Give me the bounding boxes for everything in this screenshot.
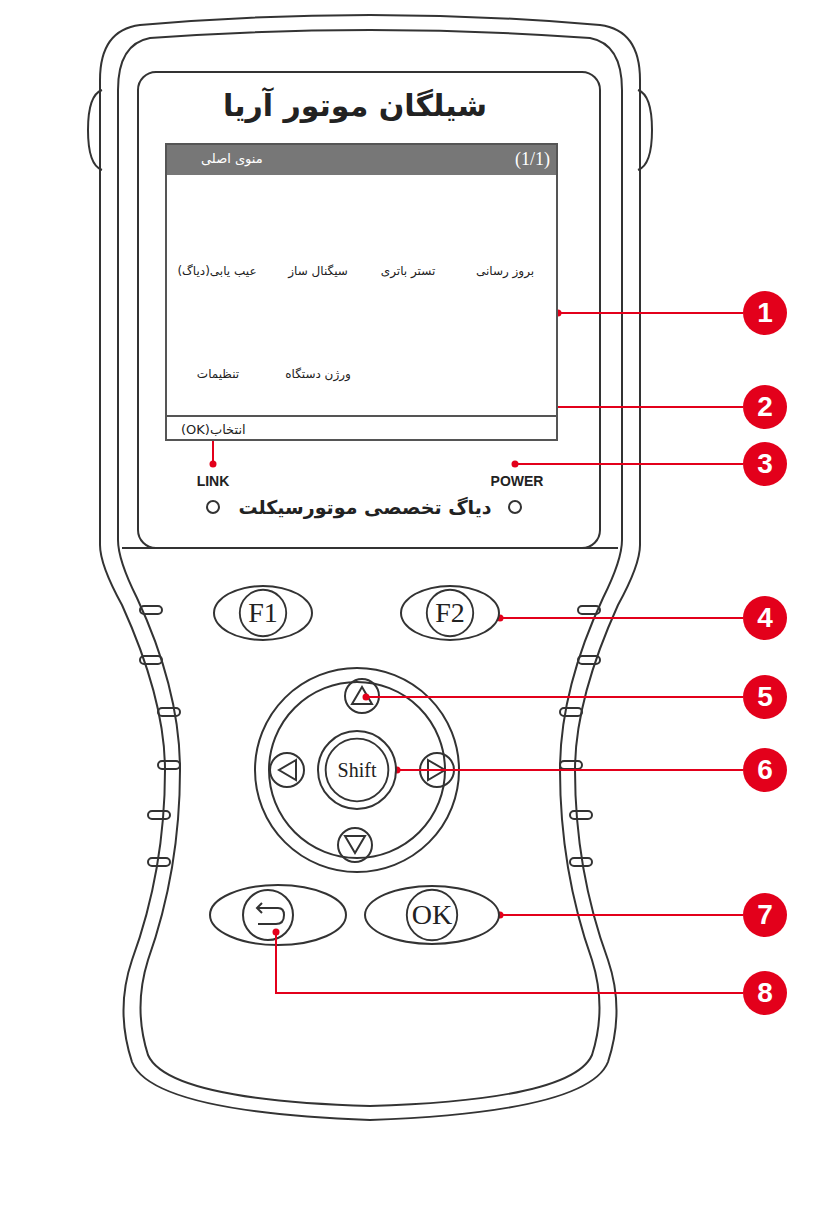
select-hint: انتخاب(OK) <box>181 422 246 437</box>
device-title: شیلگان موتور آریا <box>223 88 487 123</box>
leader-line <box>500 617 743 619</box>
key-button: F2 <box>400 585 500 641</box>
callout-text: 6 <box>757 754 773 786</box>
key-button: OK <box>364 885 500 945</box>
key-button: F1 <box>213 585 313 641</box>
callout-number: 1 <box>743 291 787 335</box>
side-slot <box>578 606 600 614</box>
side-slot <box>158 708 180 716</box>
front-bezel <box>138 72 600 548</box>
housing-outline <box>100 15 640 1120</box>
icon-label: ورژن دستگاه <box>285 367 351 381</box>
side-slot <box>560 761 582 769</box>
icon-label: سیگنال ساز <box>288 264 348 278</box>
callout-text: 7 <box>757 899 773 931</box>
side-slot <box>148 811 170 819</box>
back-key-inner <box>243 890 293 940</box>
key-button: Shift <box>317 730 397 810</box>
leader-dot <box>363 694 370 701</box>
icon-label: عیب یابی(دیاگ) <box>177 264 256 278</box>
side-slot <box>158 761 180 769</box>
side-slot <box>578 656 600 664</box>
callout-number: 5 <box>743 675 787 719</box>
menu-title: منوی اصلی <box>201 151 263 166</box>
side-slot <box>560 708 582 716</box>
page-indicator: (1/1) <box>515 149 550 170</box>
down-arrow <box>345 836 365 853</box>
callout-number: 8 <box>743 971 787 1015</box>
device-subtitle: دیاگ تخصصی موتورسیکلت <box>238 496 491 518</box>
leader-line-8 <box>276 932 743 993</box>
left-key <box>270 753 304 787</box>
callout-number: 7 <box>743 893 787 937</box>
icon-label: تستر باتری <box>381 264 435 278</box>
icon-label: بروز رسانی <box>476 264 534 278</box>
key-label: F1 <box>248 597 278 629</box>
key-label: F2 <box>435 597 465 629</box>
side-slot <box>570 811 592 819</box>
led-label: POWER <box>491 473 544 489</box>
leader-dot <box>512 461 519 468</box>
side-slot <box>140 606 162 614</box>
leader-line <box>397 769 743 771</box>
leader-dot <box>210 461 217 468</box>
leader-line-3 <box>515 463 743 465</box>
side-slot <box>570 858 592 866</box>
callout-number: 4 <box>743 596 787 640</box>
callout-text: 5 <box>757 681 773 713</box>
callout-text: 3 <box>757 448 773 480</box>
up-arrow <box>352 687 372 704</box>
leader-line-5 <box>366 696 743 698</box>
back-key <box>210 885 346 945</box>
side-slot <box>140 656 162 664</box>
callout-number: 2 <box>743 385 787 429</box>
lcd-screen: منوی اصلی (1/1) انتخاب(OK) <box>165 143 558 441</box>
callout-text: 4 <box>757 602 773 634</box>
housing-inner <box>118 30 622 1106</box>
leader-dot <box>273 929 280 936</box>
back-symbol <box>257 903 284 924</box>
callout-text: 1 <box>757 297 773 329</box>
callout-text: 2 <box>757 391 773 423</box>
callout-text: 8 <box>757 977 773 1009</box>
power-led <box>509 501 521 513</box>
key-label: OK <box>412 899 452 931</box>
leader-line <box>558 312 743 314</box>
side-slot <box>148 858 170 866</box>
icon-label: تنظیمات <box>197 367 239 381</box>
link-led <box>207 501 219 513</box>
callout-number: 6 <box>743 748 787 792</box>
side-slots <box>140 606 600 866</box>
leader-line <box>500 914 743 916</box>
down-key <box>338 828 372 862</box>
key-label: Shift <box>338 759 377 782</box>
panel-split <box>122 547 618 549</box>
left-arrow <box>279 760 296 780</box>
led-label: LINK <box>197 473 230 489</box>
callout-number: 3 <box>743 442 787 486</box>
